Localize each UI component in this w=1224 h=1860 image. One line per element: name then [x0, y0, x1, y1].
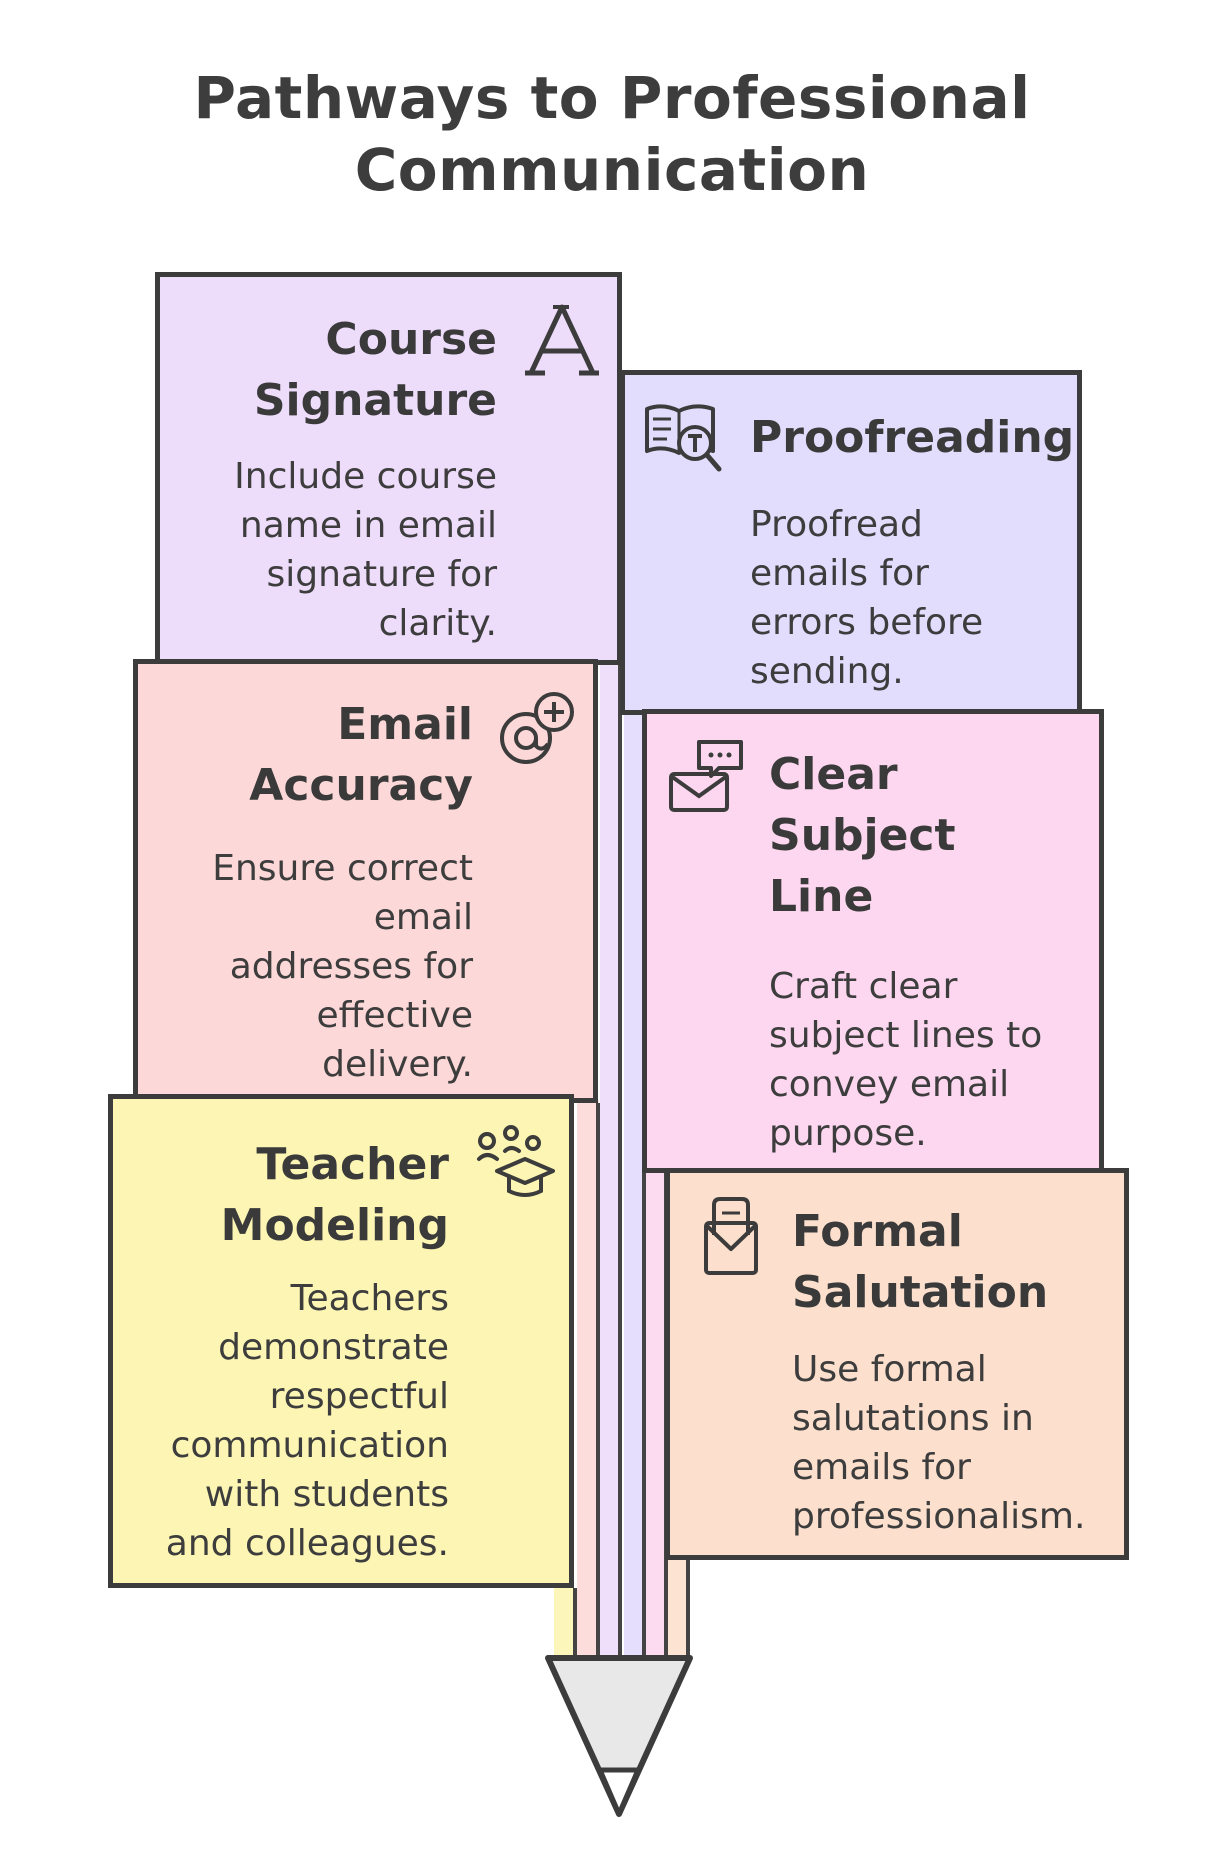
page-title: Pathways to Professional Communication	[0, 62, 1224, 206]
card-description-line: sending.	[750, 651, 904, 692]
card-title-line: Modeling	[220, 1200, 449, 1251]
card-description-line: Include course	[234, 456, 497, 497]
card-description-line: addresses for	[229, 946, 473, 987]
book-magnifier-icon	[643, 399, 723, 475]
card-title-line: Formal	[792, 1206, 963, 1257]
card-description-line: Ensure correct	[212, 848, 473, 889]
card-title-line: Signature	[253, 375, 497, 426]
at-sign-plus-icon	[498, 690, 578, 768]
card-description-line: clarity.	[378, 603, 497, 644]
pencil-strip	[642, 715, 646, 1660]
pencil-tip-icon	[545, 1655, 693, 1817]
card-description: Include course name in email signature f…	[234, 452, 497, 648]
card-description-line: with students	[204, 1474, 449, 1515]
ribbon-lilac	[600, 665, 622, 1660]
card-proofreading: Proofreading Proofread emails for errors…	[620, 370, 1082, 715]
card-description: Ensure correct email addresses for effec…	[212, 844, 473, 1089]
card-description-line: convey email	[769, 1064, 1010, 1105]
card-title-line: Teacher	[256, 1139, 449, 1190]
card-description-line: subject lines to	[769, 1015, 1043, 1056]
card-description: Use formal salutations in emails for pro…	[792, 1345, 1085, 1541]
card-title-line: Proofreading	[750, 412, 1075, 463]
card-description-line: communication	[170, 1425, 449, 1466]
card-title: Proofreading	[750, 407, 1074, 468]
card-description-line: Teachers	[290, 1278, 449, 1319]
ribbon-peach	[668, 1560, 686, 1660]
card-description-line: errors before	[750, 602, 984, 643]
envelope-letter-icon	[702, 1195, 762, 1279]
card-title-line: Course	[325, 314, 497, 365]
pencil-strip	[686, 1560, 690, 1660]
teacher-students-icon	[475, 1125, 555, 1201]
ribbon-violet	[624, 715, 644, 1660]
card-title-line: Accuracy	[249, 760, 473, 811]
card-description: Craft clear subject lines to convey emai…	[769, 962, 1042, 1158]
card-title: Course Signature	[254, 309, 497, 431]
card-description-line: Proofread	[750, 504, 923, 545]
card-course-signature: Course Signature Include course name in …	[155, 272, 622, 665]
card-title-line: Clear	[769, 749, 898, 800]
title-line-2: Communication	[354, 136, 870, 204]
ribbon-rose	[646, 1170, 666, 1660]
card-title-line: Line	[769, 871, 874, 922]
card-clear-subject-line: Clear Subject Line Craft clear subject l…	[642, 709, 1104, 1173]
card-description-line: and colleagues.	[165, 1523, 449, 1564]
envelope-chat-icon	[667, 736, 747, 816]
card-description-line: purpose.	[769, 1113, 927, 1154]
card-description-line: emails for	[750, 553, 929, 594]
card-description-line: emails for	[792, 1447, 971, 1488]
title-line-1: Pathways to Professional	[193, 64, 1031, 132]
card-description-line: name in email	[239, 505, 497, 546]
pencil-strip	[596, 1103, 600, 1660]
card-description-line: effective	[316, 995, 473, 1036]
card-description-line: Craft clear	[769, 966, 958, 1007]
card-description-line: signature for	[266, 554, 497, 595]
card-title: Email Accuracy	[249, 694, 473, 816]
card-title: Teacher Modeling	[221, 1134, 449, 1256]
card-title-line: Subject	[769, 810, 956, 861]
card-description-line: email	[373, 897, 473, 938]
card-formal-salutation: Formal Salutation Use formal salutations…	[665, 1168, 1129, 1560]
card-description: Proofread emails for errors before sendi…	[750, 500, 983, 696]
card-description-line: salutations in	[792, 1398, 1034, 1439]
card-title-line: Salutation	[792, 1267, 1049, 1318]
card-title: Clear Subject Line	[769, 744, 956, 927]
card-title-line: Email	[337, 699, 473, 750]
card-description-line: Use formal	[792, 1349, 987, 1390]
card-description-line: respectful	[269, 1376, 449, 1417]
card-description-line: professionalism.	[792, 1496, 1086, 1537]
card-description: Teachers demonstrate respectful communic…	[166, 1274, 449, 1568]
ribbon-pink	[577, 1100, 599, 1660]
typography-letter-a-icon	[523, 301, 601, 379]
card-email-accuracy: Email Accuracy Ensure correct email addr…	[133, 659, 598, 1103]
card-teacher-modeling: Teacher Modeling Teachers demonstrate re…	[108, 1094, 574, 1588]
card-title: Formal Salutation	[792, 1201, 1048, 1323]
card-description-line: delivery.	[322, 1044, 473, 1085]
card-description-line: demonstrate	[218, 1327, 449, 1368]
pencil-strip	[573, 1588, 577, 1660]
ribbon-yellow	[554, 1580, 574, 1660]
pencil-strip	[618, 665, 622, 1660]
